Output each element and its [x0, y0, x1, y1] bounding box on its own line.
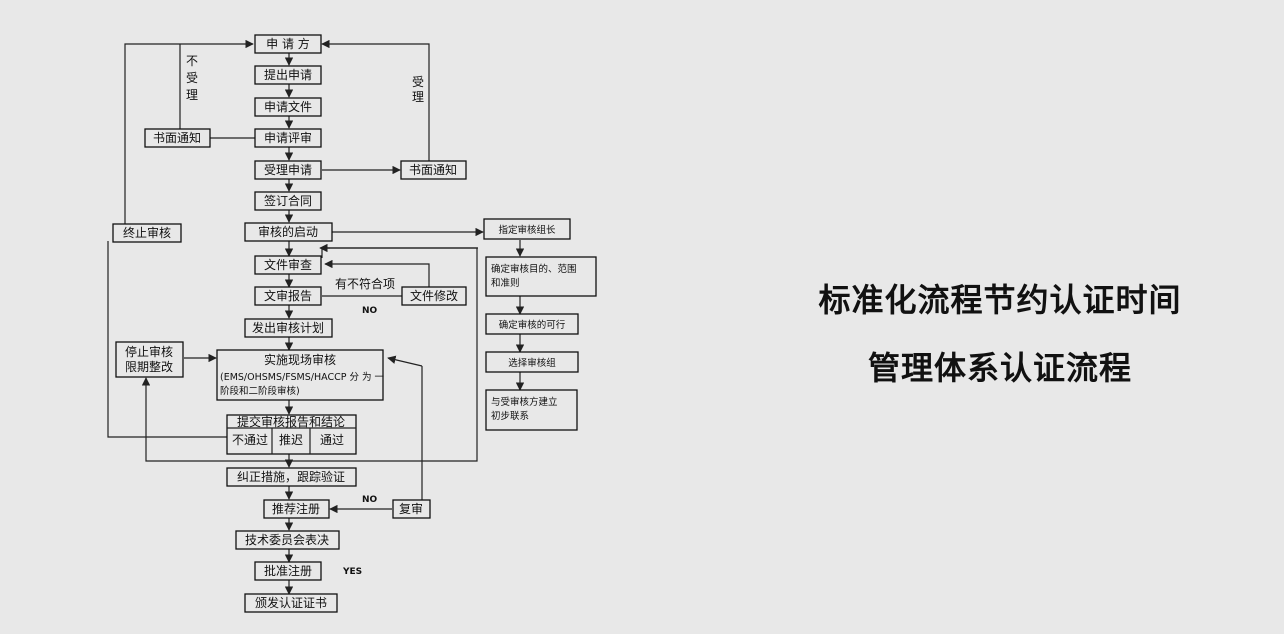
svg-text:选择审核组: 选择审核组 — [508, 357, 556, 369]
node-doc-revision: 文件修改 — [401, 286, 467, 306]
result-pass: 通过 — [320, 433, 344, 447]
node-audit-start: 审核的启动 — [244, 222, 333, 242]
edge-label-no-doc: NO — [362, 306, 378, 316]
node-sign-contract: 签订合同 — [254, 191, 322, 211]
svg-text:书面通知: 书面通知 — [153, 131, 201, 145]
edge-label-not-accept: 不 受 理 — [186, 54, 198, 102]
svg-text:文件修改: 文件修改 — [410, 288, 458, 303]
svg-text:终止审核: 终止审核 — [123, 225, 171, 240]
node-accept-application: 受理申请 — [254, 160, 322, 180]
node-contact: 与受审核方建立 初步联系 — [485, 389, 578, 431]
svg-text:与受审核方建立: 与受审核方建立 — [491, 396, 558, 408]
node-submit-report: 提交审核报告和结论 不通过 推迟 通过 — [226, 414, 357, 455]
svg-text:申请文件: 申请文件 — [264, 99, 312, 114]
svg-text:(EMS/OHSMS/FSMS/HACCP 分 为 一: (EMS/OHSMS/FSMS/HACCP 分 为 一 — [220, 371, 385, 383]
node-assign-leader: 指定审核组长 — [483, 218, 571, 240]
result-delay: 推迟 — [279, 433, 303, 447]
edge-label-accept: 受 理 — [412, 75, 424, 104]
node-terminate-audit: 终止审核 — [112, 223, 182, 243]
edge-label-nonconformity: 有不符合项 — [335, 276, 395, 291]
node-written-notice-right: 书面通知 — [400, 160, 467, 180]
svg-text:纠正措施，跟踪验证: 纠正措施，跟踪验证 — [237, 469, 345, 484]
node-suspend-audit: 停止审核 限期整改 — [115, 341, 184, 378]
svg-text:限期整改: 限期整改 — [125, 359, 173, 374]
node-applicant: 申 请 方 — [254, 34, 322, 54]
svg-text:停止审核: 停止审核 — [125, 344, 173, 359]
node-application-docs: 申请文件 — [254, 97, 322, 117]
result-fail: 不通过 — [232, 433, 268, 447]
svg-text:文审报告: 文审报告 — [264, 288, 312, 303]
title-line-1: 标准化流程节约认证时间 — [818, 281, 1182, 319]
svg-text:审核的启动: 审核的启动 — [258, 224, 318, 239]
node-submit-application: 提出申请 — [254, 65, 322, 85]
svg-text:颁发认证证书: 颁发认证证书 — [255, 595, 327, 610]
svg-text:确定审核的可行: 确定审核的可行 — [499, 319, 566, 331]
svg-text:文件审查: 文件审查 — [264, 257, 312, 272]
svg-text:技术委员会表决: 技术委员会表决 — [245, 533, 329, 547]
node-issue-certificate: 颁发认证证书 — [244, 593, 338, 613]
node-doc-review: 文件审查 — [254, 255, 322, 275]
svg-text:书面通知: 书面通知 — [409, 163, 457, 177]
svg-text:推荐注册: 推荐注册 — [272, 501, 320, 516]
node-technical-committee: 技术委员会表决 — [235, 530, 340, 550]
svg-text:初步联系: 初步联系 — [491, 410, 529, 422]
svg-text:批准注册: 批准注册 — [264, 563, 312, 578]
svg-text:阶段和二阶段审核): 阶段和二阶段审核) — [220, 385, 300, 397]
svg-text:申请评审: 申请评审 — [264, 130, 312, 145]
svg-text:申 请 方: 申 请 方 — [266, 36, 310, 51]
node-approve-registration: 批准注册 — [254, 561, 322, 581]
edge-label-no-reaudit: NO — [362, 495, 378, 505]
svg-text:确定审核目的、范围: 确定审核目的、范围 — [491, 263, 577, 275]
svg-text:复审: 复审 — [399, 501, 423, 516]
svg-text:提交审核报告和结论: 提交审核报告和结论 — [237, 414, 345, 429]
svg-text:受: 受 — [412, 75, 424, 89]
node-corrective-action: 纠正措施，跟踪验证 — [226, 467, 357, 487]
svg-text:指定审核组长: 指定审核组长 — [498, 224, 556, 236]
node-issue-audit-plan: 发出审核计划 — [244, 318, 333, 338]
node-recommend-registration: 推荐注册 — [263, 499, 330, 519]
node-select-team: 选择审核组 — [485, 351, 579, 373]
node-written-notice-left: 书面通知 — [144, 128, 211, 148]
svg-text:理: 理 — [186, 88, 198, 102]
svg-text:理: 理 — [412, 90, 424, 104]
node-feasibility: 确定审核的可行 — [485, 313, 579, 335]
node-onsite-audit: 实施现场审核 (EMS/OHSMS/FSMS/HACCP 分 为 一 阶段和二阶… — [216, 349, 385, 401]
connectors — [107, 39, 525, 595]
svg-text:受: 受 — [186, 71, 198, 85]
svg-text:受理申请: 受理申请 — [264, 163, 312, 177]
svg-text:实施现场审核: 实施现场审核 — [264, 352, 336, 367]
edge-label-yes: YES — [342, 567, 362, 577]
node-re-audit: 复审 — [392, 499, 431, 519]
svg-text:签订合同: 签订合同 — [264, 193, 312, 208]
node-determine-scope: 确定审核目的、范围 和准则 — [485, 256, 597, 297]
title-line-2: 管理体系认证流程 — [867, 349, 1132, 387]
node-doc-report: 文审报告 — [254, 286, 322, 306]
svg-text:不: 不 — [186, 54, 198, 68]
svg-text:提出申请: 提出申请 — [264, 67, 312, 82]
svg-text:和准则: 和准则 — [491, 277, 520, 289]
node-application-review: 申请评审 — [254, 128, 322, 148]
svg-text:发出审核计划: 发出审核计划 — [252, 320, 324, 335]
